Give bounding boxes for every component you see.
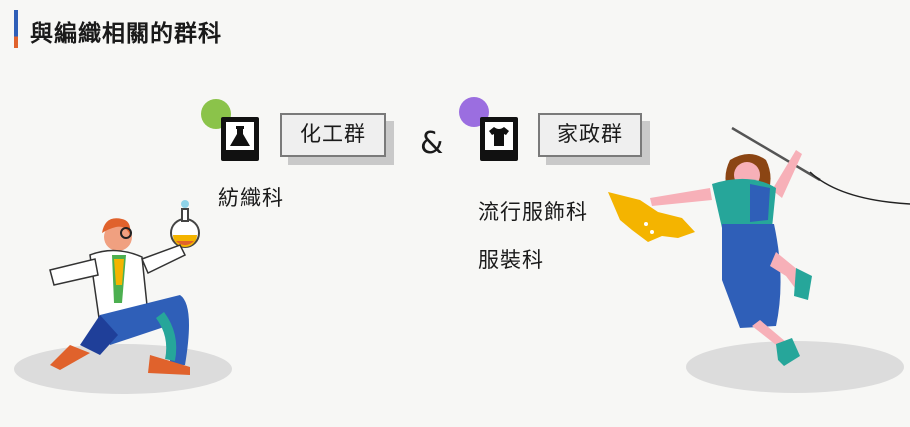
connector-ampersand: & bbox=[420, 126, 444, 161]
seamstress-illustration bbox=[608, 126, 910, 366]
title-accent-bar bbox=[14, 10, 18, 48]
ground-shadow bbox=[14, 344, 232, 394]
flask-icon bbox=[221, 117, 259, 161]
group-card-chemical: 化工群 bbox=[280, 113, 386, 157]
department-item: 紡織科 bbox=[218, 186, 284, 210]
group-name: 家政群 bbox=[557, 122, 623, 146]
department-item: 流行服飾科 bbox=[478, 200, 588, 224]
group-name: 化工群 bbox=[300, 122, 366, 146]
page-title: 與編織相關的群科 bbox=[30, 21, 222, 47]
group-card-home-economics: 家政群 bbox=[538, 113, 642, 157]
scientist-illustration bbox=[49, 200, 200, 375]
tshirt-icon bbox=[480, 117, 518, 161]
department-item: 服裝科 bbox=[478, 248, 544, 272]
